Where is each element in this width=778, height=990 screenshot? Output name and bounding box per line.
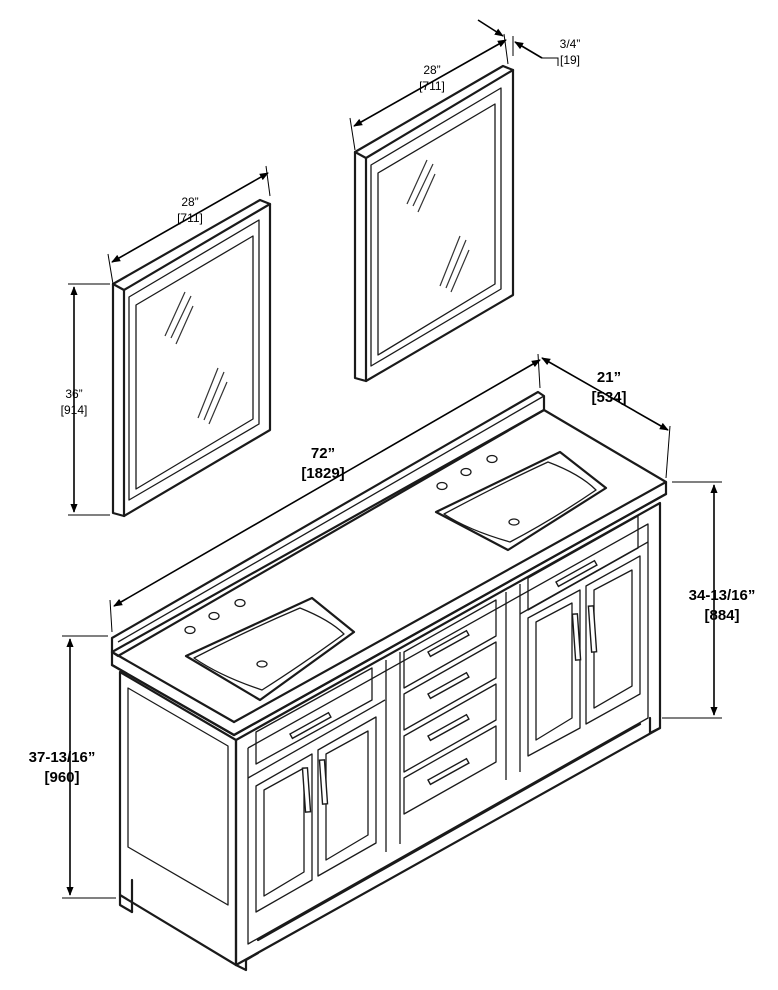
overall-height-imperial: 37-13/16” xyxy=(29,749,96,766)
overall-height-metric: [960] xyxy=(44,769,79,786)
center-drawer-pull xyxy=(427,671,470,700)
dimension-lines xyxy=(62,19,722,899)
dimension-labels: 28” [711] 28” [711] 3/4” [19] 36” [914] … xyxy=(29,37,756,786)
vanity-depth-metric: [534] xyxy=(591,389,626,406)
mirror-left-width-metric: [711] xyxy=(177,211,203,225)
cabinet-height-imperial: 34-13/16” xyxy=(689,587,756,604)
left-faucet-hole xyxy=(208,611,220,621)
mirror-height-imperial: 36” xyxy=(65,387,82,401)
left-faucet-hole xyxy=(234,598,246,608)
left-top-drawer xyxy=(255,667,373,765)
center-drawer-4 xyxy=(403,725,497,815)
right-sink xyxy=(434,450,608,552)
right-door-1 xyxy=(527,589,581,757)
cabinet-side xyxy=(118,670,238,967)
center-drawer-1 xyxy=(403,599,497,689)
left-door-2 xyxy=(317,716,377,877)
right-drawer-pull xyxy=(555,559,598,588)
left-drain xyxy=(256,660,268,668)
vanity-width-imperial: 72” xyxy=(311,445,335,462)
center-drawer-pull xyxy=(427,757,470,786)
right-faucet-hole xyxy=(460,467,472,477)
left-door-pull xyxy=(301,767,312,813)
right-mirror xyxy=(353,64,515,383)
center-drawer-bank xyxy=(403,599,497,815)
left-faucet-hole xyxy=(184,625,196,635)
left-drawer-pull xyxy=(289,711,332,740)
mirror-left-width-imperial: 28” xyxy=(181,195,198,209)
mirror-height-metric: [914] xyxy=(61,403,88,417)
right-faucet-hole xyxy=(436,481,448,491)
vanity-depth-imperial: 21” xyxy=(597,369,621,386)
mirror-right-width-imperial: 28” xyxy=(423,63,440,77)
right-drain xyxy=(508,518,520,526)
right-faucet-hole xyxy=(486,454,498,464)
mirror-thickness-metric: [19] xyxy=(560,53,580,67)
left-door-1 xyxy=(255,753,313,913)
cabinet-height-metric: [884] xyxy=(704,607,739,624)
center-drawer-pull xyxy=(427,629,470,658)
center-drawer-3 xyxy=(403,683,497,773)
vanity xyxy=(110,390,668,972)
left-door-pull xyxy=(318,759,329,805)
left-sink xyxy=(184,596,356,702)
center-drawer-2 xyxy=(403,641,497,731)
right-mirror-glint xyxy=(406,159,470,293)
left-mirror-glint xyxy=(164,291,228,425)
mirror-right-width-metric: [711] xyxy=(419,79,445,93)
right-door-pull xyxy=(571,613,582,661)
center-drawer-pull xyxy=(427,713,470,742)
right-door-2 xyxy=(585,555,641,725)
right-door-pull xyxy=(587,605,598,653)
mirror-thickness-imperial: 3/4” xyxy=(560,37,581,51)
vanity-width-metric: [1829] xyxy=(301,465,344,482)
